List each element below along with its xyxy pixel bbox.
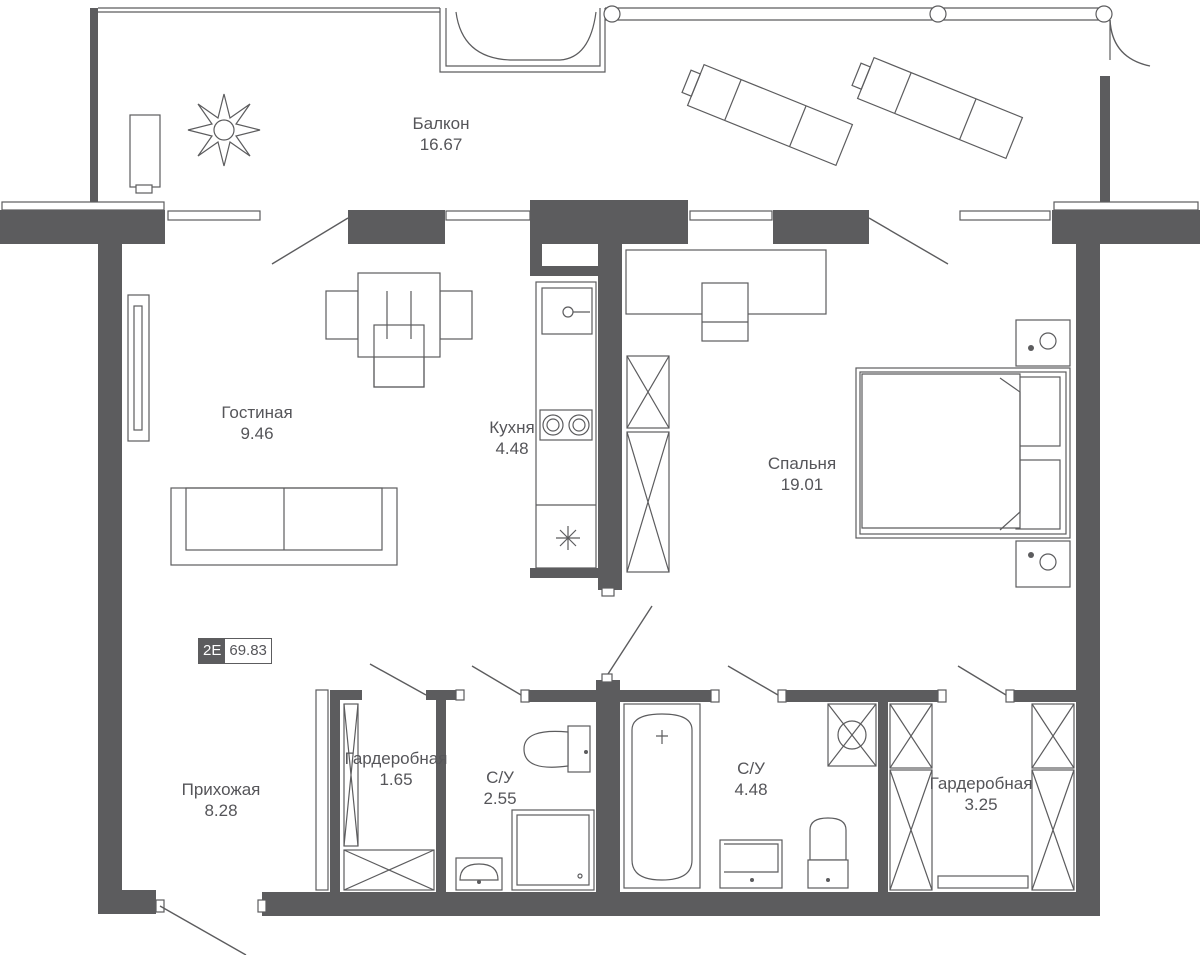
room-label-hallway: Прихожая 8.28 [182,779,261,821]
sunbed-icon [851,56,1024,160]
room-label-kitchen: Кухня 4.48 [489,417,535,459]
bathroom2-fixtures [623,703,877,889]
room-name: С/У [737,759,765,778]
room-label-bedroom: Спальня 19.01 [768,453,836,495]
apartment-code: 2E [199,639,226,663]
sunbed-icon [681,63,854,167]
room-area: 2.55 [483,789,517,808]
room-label-bathroom1: С/У 2.55 [483,767,516,809]
room-label-wardrobe1: Гардеробная 1.65 [345,748,448,790]
bed-icon [855,367,1071,539]
balcony-outline [90,5,1151,210]
bedroom-furniture [625,249,1071,588]
apartment-total-area: 69.83 [225,639,271,663]
room-name: Гардеробная [929,774,1033,793]
room-area: 4.48 [495,439,529,458]
sofa-icon [170,487,398,566]
room-label-wardrobe2: Гардеробная 3.25 [930,773,1033,815]
wall-bottom [262,892,1100,916]
kitchen-fixtures [530,244,622,597]
wall-right [1076,244,1100,916]
room-area: 9.46 [240,424,274,443]
room-area: 1.65 [379,770,413,789]
room-area: 4.48 [734,780,768,799]
wall-left [98,244,122,914]
exterior-wall-top [0,200,1200,265]
room-name: С/У [486,768,514,787]
living-furniture [127,272,473,566]
plant-icon [187,93,261,167]
bathroom1-fixtures [455,725,595,891]
wardrobe1-fixtures [343,703,435,891]
room-label-living: Гостиная 9.46 [221,402,292,444]
room-name: Гостиная [221,403,293,422]
apartment-badge: 2E 69.83 [198,638,272,664]
interior-walls-lower [315,605,1076,892]
balcony-furniture [129,56,1024,194]
room-name: Гардеробная [344,749,448,768]
dining-table-icon [325,272,473,388]
room-name: Балкон [412,114,470,133]
wardrobe2-fixtures [889,703,1075,891]
room-area: 3.25 [964,795,998,814]
room-area: 16.67 [419,135,463,154]
room-name: Кухня [489,418,535,437]
room-label-bathroom2: С/У 4.48 [734,758,767,800]
room-name: Спальня [767,454,837,473]
room-label-balcony: Балкон 16.67 [412,113,469,155]
room-name: Прихожая [181,780,261,799]
room-area: 8.28 [204,801,238,820]
entrance-door [159,905,247,955]
room-area: 19.01 [780,475,824,494]
